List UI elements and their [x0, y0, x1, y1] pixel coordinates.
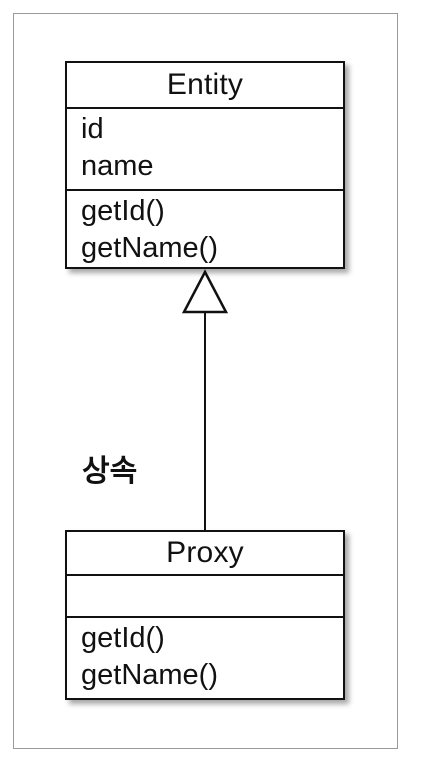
attribute: name — [81, 150, 154, 182]
class-box-proxy: Proxy getId() getName() — [65, 530, 345, 700]
attribute: id — [81, 113, 104, 145]
attributes-compartment — [67, 576, 343, 618]
method: getId() — [81, 195, 165, 227]
methods-compartment: getId() getName() — [67, 193, 343, 271]
diagram-frame — [13, 13, 398, 749]
method: getName() — [81, 232, 218, 264]
methods-compartment: getId() getName() — [67, 620, 343, 700]
attributes-compartment: id name — [67, 111, 343, 191]
class-box-entity: Entity id name getId() getName() — [65, 61, 345, 269]
class-name: Entity — [67, 63, 343, 109]
class-name: Proxy — [67, 532, 343, 576]
method: getId() — [81, 622, 165, 654]
method: getName() — [81, 659, 218, 691]
relation-label: 상속 — [82, 454, 138, 489]
